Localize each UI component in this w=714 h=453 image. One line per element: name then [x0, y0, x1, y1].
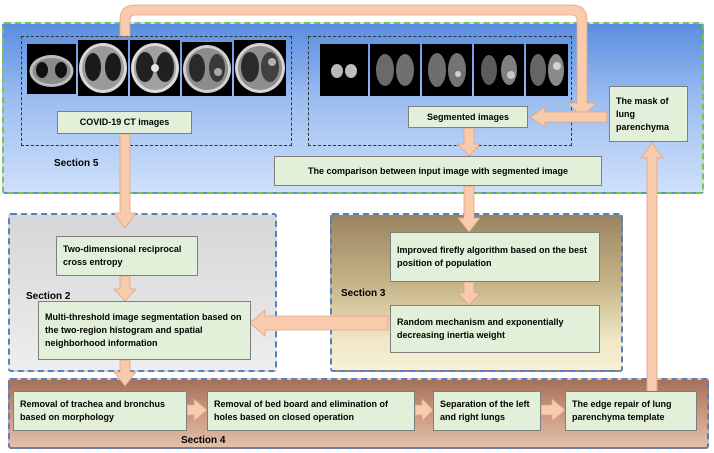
edge-repair-box: The edge repair of lung parenchyma templ… [565, 391, 697, 431]
arrow-trachea-to-bedboard [186, 398, 208, 422]
arrow-top-loop [119, 4, 597, 118]
arrow-entropy-to-multithreshold [113, 275, 137, 302]
bed-board-removal-box: Removal of bed board and elimination of … [207, 391, 415, 431]
arrow-separation-to-edge [540, 398, 566, 422]
segmented-image-4 [474, 44, 524, 96]
ct-image-4 [182, 42, 232, 96]
multi-threshold-box: Multi-threshold image segmentation based… [38, 301, 251, 360]
lung-mask-box: The mask of lung parenchyma [609, 86, 688, 142]
ct-image-5 [234, 40, 286, 96]
random-mechanism-box: Random mechanism and exponentially decre… [390, 305, 600, 353]
segmented-image-1 [320, 44, 368, 96]
arrow-segmented-to-comparison [457, 127, 481, 157]
ct-image-3 [130, 40, 180, 96]
ct-images-group [21, 36, 292, 146]
section-3-label: Section 3 [341, 288, 386, 299]
ct-image-2 [78, 40, 128, 96]
arrow-random-to-multithreshold [249, 309, 389, 337]
arrow-mask-to-segmented [529, 106, 608, 128]
arrow-covid-to-entropy [113, 133, 137, 229]
segmented-image-2 [370, 44, 420, 96]
segmented-image-5 [526, 44, 568, 96]
arrow-bedboard-to-separation [414, 398, 434, 422]
section-4-label: Section 4 [181, 435, 226, 446]
section-5-label: Section 5 [54, 158, 99, 169]
segmented-image-3 [422, 44, 472, 96]
arrow-firefly-to-random [457, 281, 481, 306]
arrow-edge-to-mask [640, 142, 664, 393]
lung-separation-box: Separation of the left and right lungs [433, 391, 541, 431]
arrow-multithreshold-to-trachea [113, 359, 137, 387]
arrow-comparison-to-firefly [457, 185, 481, 233]
cross-entropy-box: Two-dimensional reciprocal cross entropy [56, 236, 198, 276]
section-2-label: Section 2 [26, 291, 71, 302]
trachea-removal-box: Removal of trachea and bronchus based on… [13, 391, 187, 431]
comparison-box: The comparison between input image with … [274, 156, 602, 186]
segmented-images-box: Segmented images [408, 106, 528, 128]
firefly-algorithm-box: Improved firefly algorithm based on the … [390, 232, 600, 282]
covid-ct-images-box: COVID-19 CT images [57, 111, 192, 134]
segmented-images-group [308, 36, 572, 146]
ct-image-1 [27, 44, 76, 94]
